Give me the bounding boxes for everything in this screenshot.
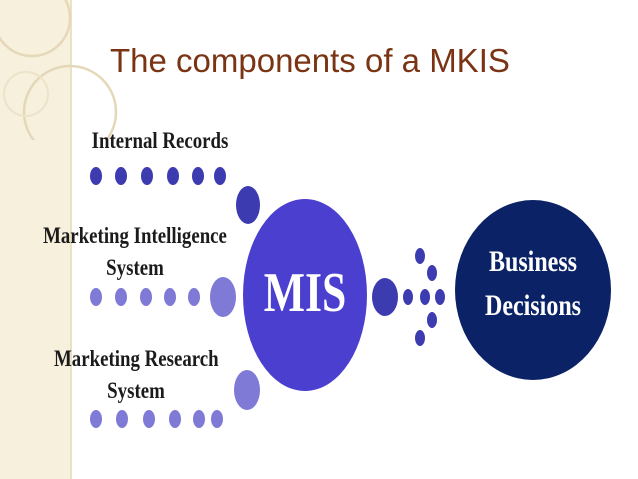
decorative-ring <box>22 64 118 140</box>
connector-dot <box>420 289 430 305</box>
outcome-line: Business <box>488 245 578 278</box>
decorative-ring <box>3 71 49 117</box>
connector-dot <box>116 410 128 428</box>
connector-dot <box>427 312 437 328</box>
label-line: Internal Records <box>91 128 229 153</box>
connector-dot <box>214 167 226 185</box>
connector-dot <box>90 288 102 306</box>
connector-dot <box>236 186 260 224</box>
label-line: Marketing Research <box>54 346 219 371</box>
connector-dot <box>141 167 153 185</box>
connector-dot <box>164 288 176 306</box>
connector-dot <box>90 167 102 185</box>
connector-dot <box>115 288 127 306</box>
label-line: System <box>107 378 165 403</box>
connector-dot <box>90 410 102 428</box>
connector-dot <box>193 410 205 428</box>
decorative-rings <box>0 0 118 140</box>
connector-dot <box>372 278 398 316</box>
left-band-edge <box>70 0 72 479</box>
connector-dot <box>169 410 181 428</box>
connector-dot <box>188 288 200 306</box>
business-decisions-label: Business Decisions <box>473 240 593 328</box>
outcome-line: Decisions <box>485 289 581 322</box>
internal-records-label: Internal Records <box>88 128 232 154</box>
mis-hub-label: MIS <box>263 262 347 324</box>
connector-dot <box>210 277 236 317</box>
label-line: Marketing Intelligence <box>43 223 227 248</box>
marketing-intelligence-label: Marketing Intelligence System <box>41 220 230 284</box>
label-line: System <box>106 255 164 280</box>
connector-dot <box>167 167 179 185</box>
connector-dot <box>140 288 152 306</box>
marketing-research-label: Marketing Research System <box>54 343 219 407</box>
connector-dot <box>143 410 155 428</box>
connector-dot <box>435 289 445 305</box>
connector-dot <box>192 167 204 185</box>
connector-dot <box>115 167 127 185</box>
business-decisions-circle <box>455 200 611 380</box>
connector-dot <box>427 265 437 281</box>
decorative-ring <box>0 0 72 58</box>
connector-dot <box>415 248 425 264</box>
connector-dot <box>234 370 260 410</box>
connector-dot <box>415 330 425 346</box>
mis-hub-circle <box>243 199 367 391</box>
slide-title: The components of a MKIS <box>110 42 510 79</box>
connector-dot <box>403 289 413 305</box>
connector-dot <box>211 410 223 428</box>
